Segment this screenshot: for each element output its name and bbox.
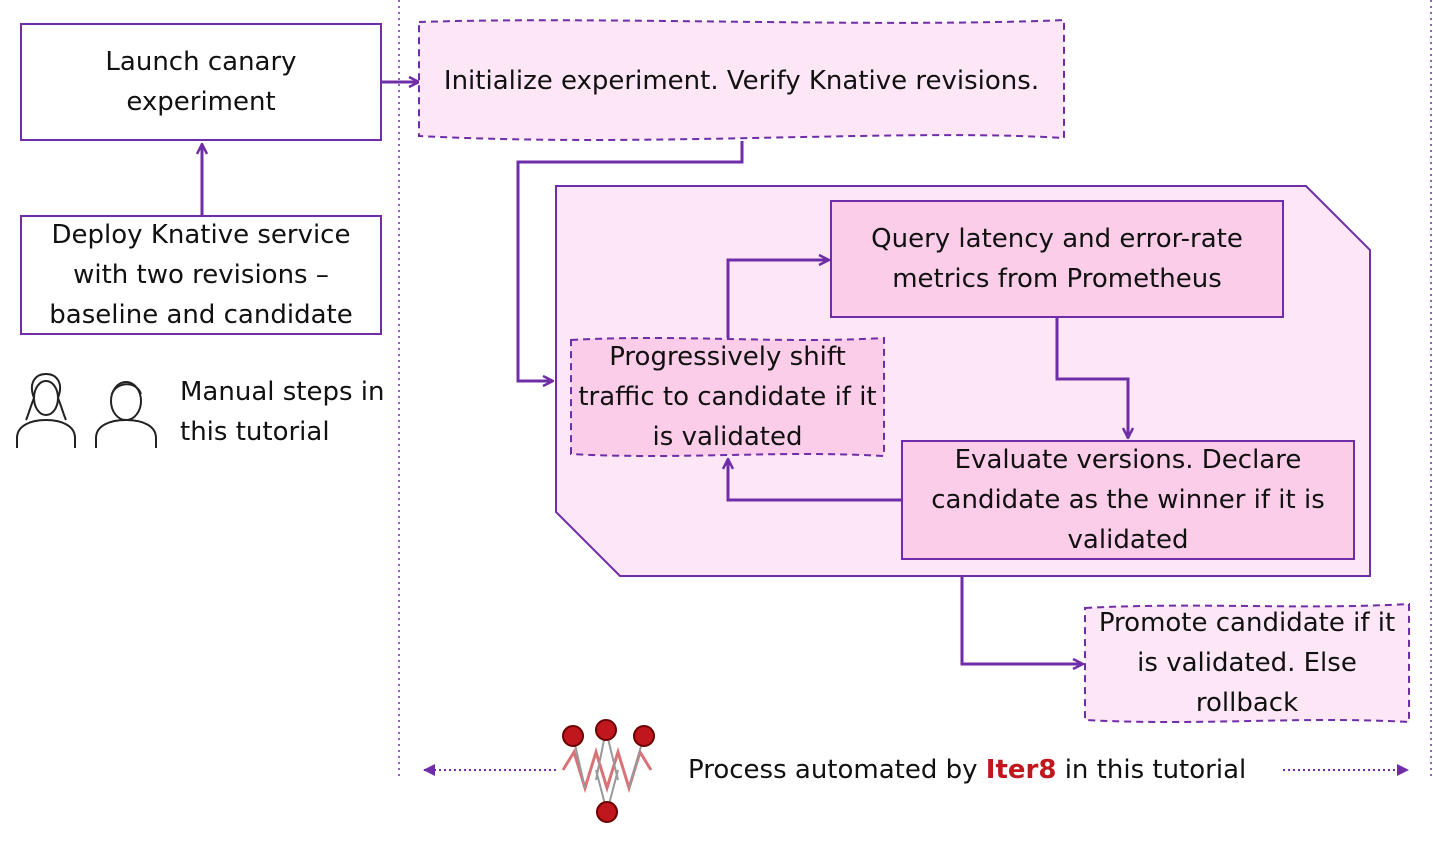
footer-caption-prefix: Process automated by xyxy=(688,755,986,785)
init-box xyxy=(418,18,1065,141)
shift-traffic-box xyxy=(570,336,885,458)
init-to-loop-arrow xyxy=(516,141,744,381)
promote-candidate-label: Promote candidate if it is validated. El… xyxy=(1098,608,1396,718)
footer-caption-suffix: in this tutorial xyxy=(1056,755,1247,785)
female-user-icon xyxy=(16,372,76,448)
evaluate-versions-box xyxy=(901,440,1355,560)
launch-canary-label: Launch canary experiment xyxy=(105,47,297,117)
promote-box xyxy=(1084,602,1410,724)
shift-traffic-label: Progressively shift traffic to candidate… xyxy=(578,342,877,452)
evaluate-to-shift-arrow xyxy=(728,460,902,502)
launch-canary-box xyxy=(20,23,382,141)
query-metrics-box xyxy=(830,200,1284,318)
male-user-icon xyxy=(95,381,157,448)
deploy-service-label: Deploy Knative service with two revision… xyxy=(49,220,353,330)
iter8-logo-icon xyxy=(561,719,655,823)
deploy-service-box xyxy=(20,215,382,335)
query-metrics-label: Query latency and error-rate metrics fro… xyxy=(871,224,1243,294)
evaluate-versions-label: Evaluate versions. Declare candidate as … xyxy=(931,445,1325,555)
footer-brand-name: Iter8 xyxy=(985,755,1057,785)
manual-steps-legend: Manual steps in this tutorial xyxy=(180,377,385,447)
init-experiment-label: Initialize experiment. Verify Knative re… xyxy=(443,66,1040,96)
loop-to-promote-arrow xyxy=(960,577,1082,664)
footer-caption: Process automated by Iter8 in this tutor… xyxy=(688,750,1246,790)
shift-to-query-arrow xyxy=(726,260,828,338)
query-to-evaluate-arrow xyxy=(1055,318,1128,437)
